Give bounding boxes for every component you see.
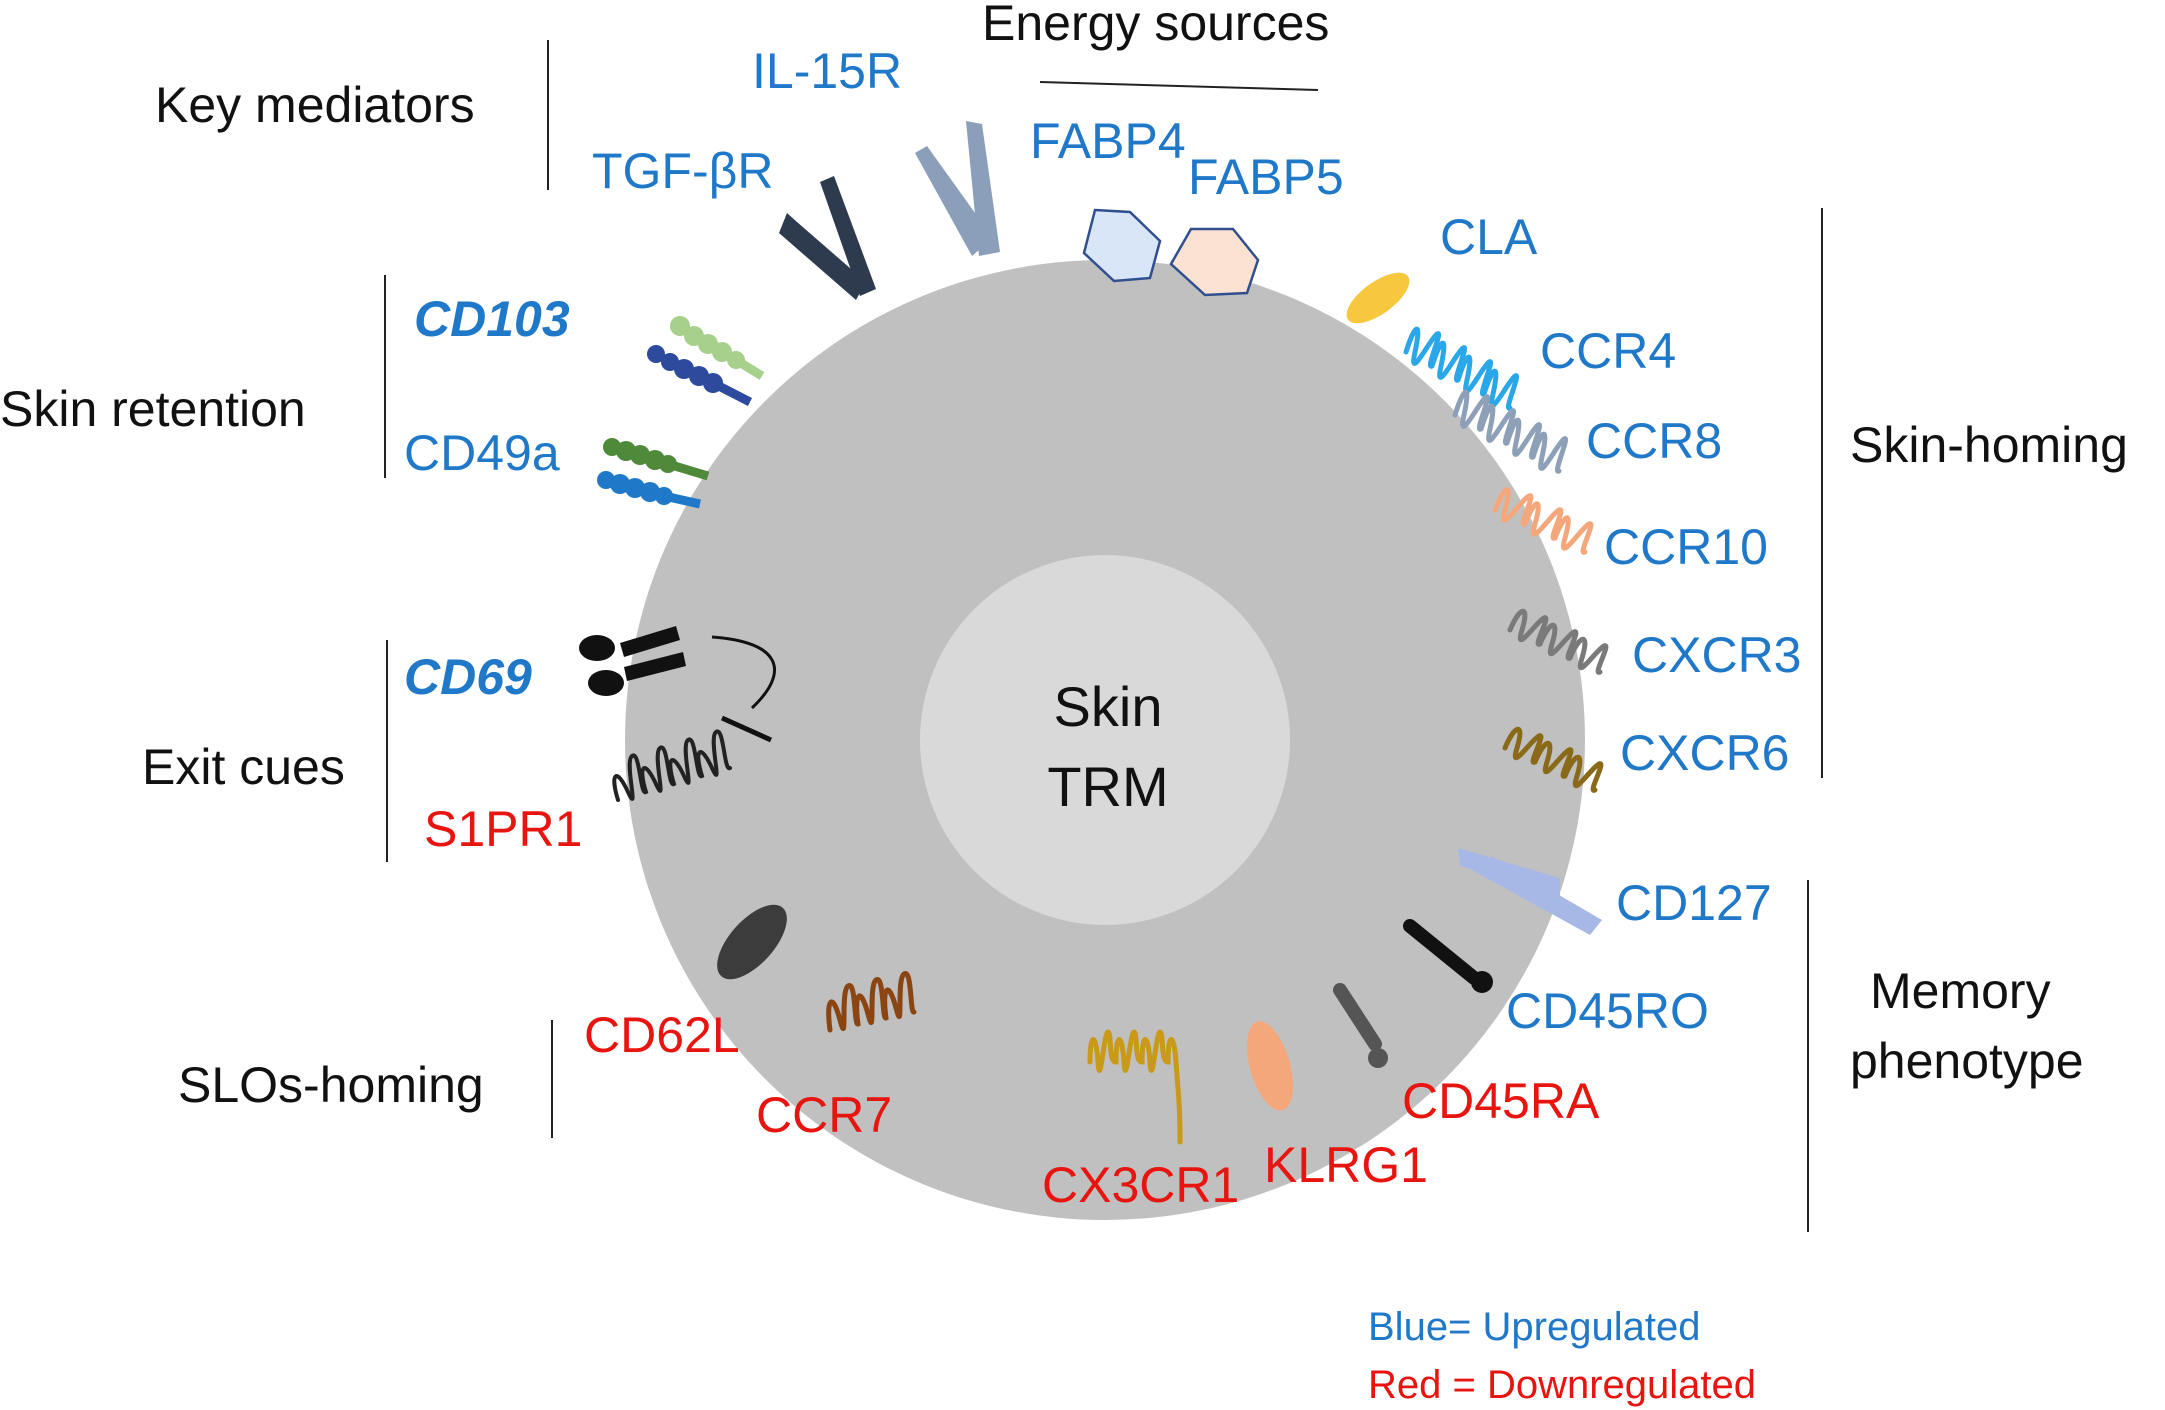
marker-cd127: CD127 [1616, 875, 1772, 931]
category-exit-cues: Exit cues [142, 739, 345, 795]
marker-cla: CLA [1440, 209, 1538, 265]
marker-tgfbr: TGF-βR [592, 143, 774, 199]
marker-ccr4: CCR4 [1540, 323, 1676, 379]
marker-cd45ro: CD45RO [1506, 983, 1709, 1039]
marker-cd69: CD69 [404, 649, 532, 705]
cd62l-ellipse-icon [717, 904, 787, 980]
category-skin-homing: Skin-homing [1850, 417, 2128, 473]
ccr4-receptor-icon [1403, 326, 1520, 411]
cell-nucleus [920, 555, 1290, 925]
marker-fabp5: FABP5 [1188, 149, 1344, 205]
il15r-receptor-icon [915, 121, 1000, 256]
cxcr3-receptor-icon [1507, 608, 1609, 675]
category-energy-sources: Energy sources [982, 0, 1329, 51]
marker-s1pr1: S1PR1 [424, 801, 582, 857]
marker-ccr10: CCR10 [1604, 519, 1768, 575]
marker-il15r: IL-15R [752, 43, 902, 99]
cd69-receptor-icon [579, 626, 686, 696]
cd45ra-receptor-icon [1333, 983, 1388, 1068]
fabp5-hexagon-icon [1169, 227, 1260, 297]
marker-fabp4: FABP4 [1030, 113, 1186, 169]
cx3cr1-receptor-icon [1087, 1029, 1183, 1145]
marker-ccr8: CCR8 [1586, 413, 1722, 469]
cd127-receptor-icon [1458, 848, 1602, 935]
cxcr6-receptor-icon [1502, 726, 1604, 793]
category-memory-phenotype-line1: Memory [1870, 963, 2051, 1019]
marker-cxcr6: CXCR6 [1620, 725, 1789, 781]
klrg1-ellipse-icon [1246, 1021, 1294, 1111]
cd103-integrin-icon [647, 316, 765, 407]
legend-upregulated: Blue= Upregulated [1368, 1305, 1700, 1349]
ccr7-receptor-icon [826, 971, 917, 1033]
cell-label-trm: TRM [1047, 755, 1168, 818]
marker-cd62l: CD62L [584, 1007, 740, 1063]
cd49a-integrin-icon [597, 438, 710, 509]
fabp4-hexagon-icon [1082, 208, 1162, 283]
tgfbr-receptor-icon [779, 176, 876, 300]
category-slos-homing: SLOs-homing [178, 1057, 484, 1113]
marker-klrg1: KLRG1 [1264, 1137, 1428, 1193]
cla-ellipse-icon [1346, 272, 1410, 324]
category-key-mediators: Key mediators [155, 77, 475, 133]
marker-cd103: CD103 [414, 291, 570, 347]
marker-cd45ra: CD45RA [1402, 1073, 1600, 1129]
marker-cxcr3: CXCR3 [1632, 627, 1801, 683]
s1pr1-receptor-icon [612, 729, 732, 802]
marker-cx3cr1: CX3CR1 [1042, 1157, 1239, 1213]
cell-label-skin: Skin [1054, 675, 1163, 738]
category-skin-retention: Skin retention [0, 381, 306, 437]
cd45ro-receptor-icon [1403, 919, 1493, 993]
marker-cd49a: CD49a [404, 425, 560, 481]
category-dividers [384, 40, 1823, 1232]
legend-downregulated: Red = Downregulated [1368, 1363, 1756, 1407]
divider-energy-sources [1039, 81, 1319, 91]
ccr8-receptor-icon [1452, 389, 1569, 474]
category-memory-phenotype-line2: phenotype [1850, 1033, 2084, 1089]
marker-ccr7: CCR7 [756, 1087, 892, 1143]
ccr10-receptor-icon [1492, 487, 1594, 555]
cd69-s1pr1-inhibition-arrow [711, 635, 777, 743]
